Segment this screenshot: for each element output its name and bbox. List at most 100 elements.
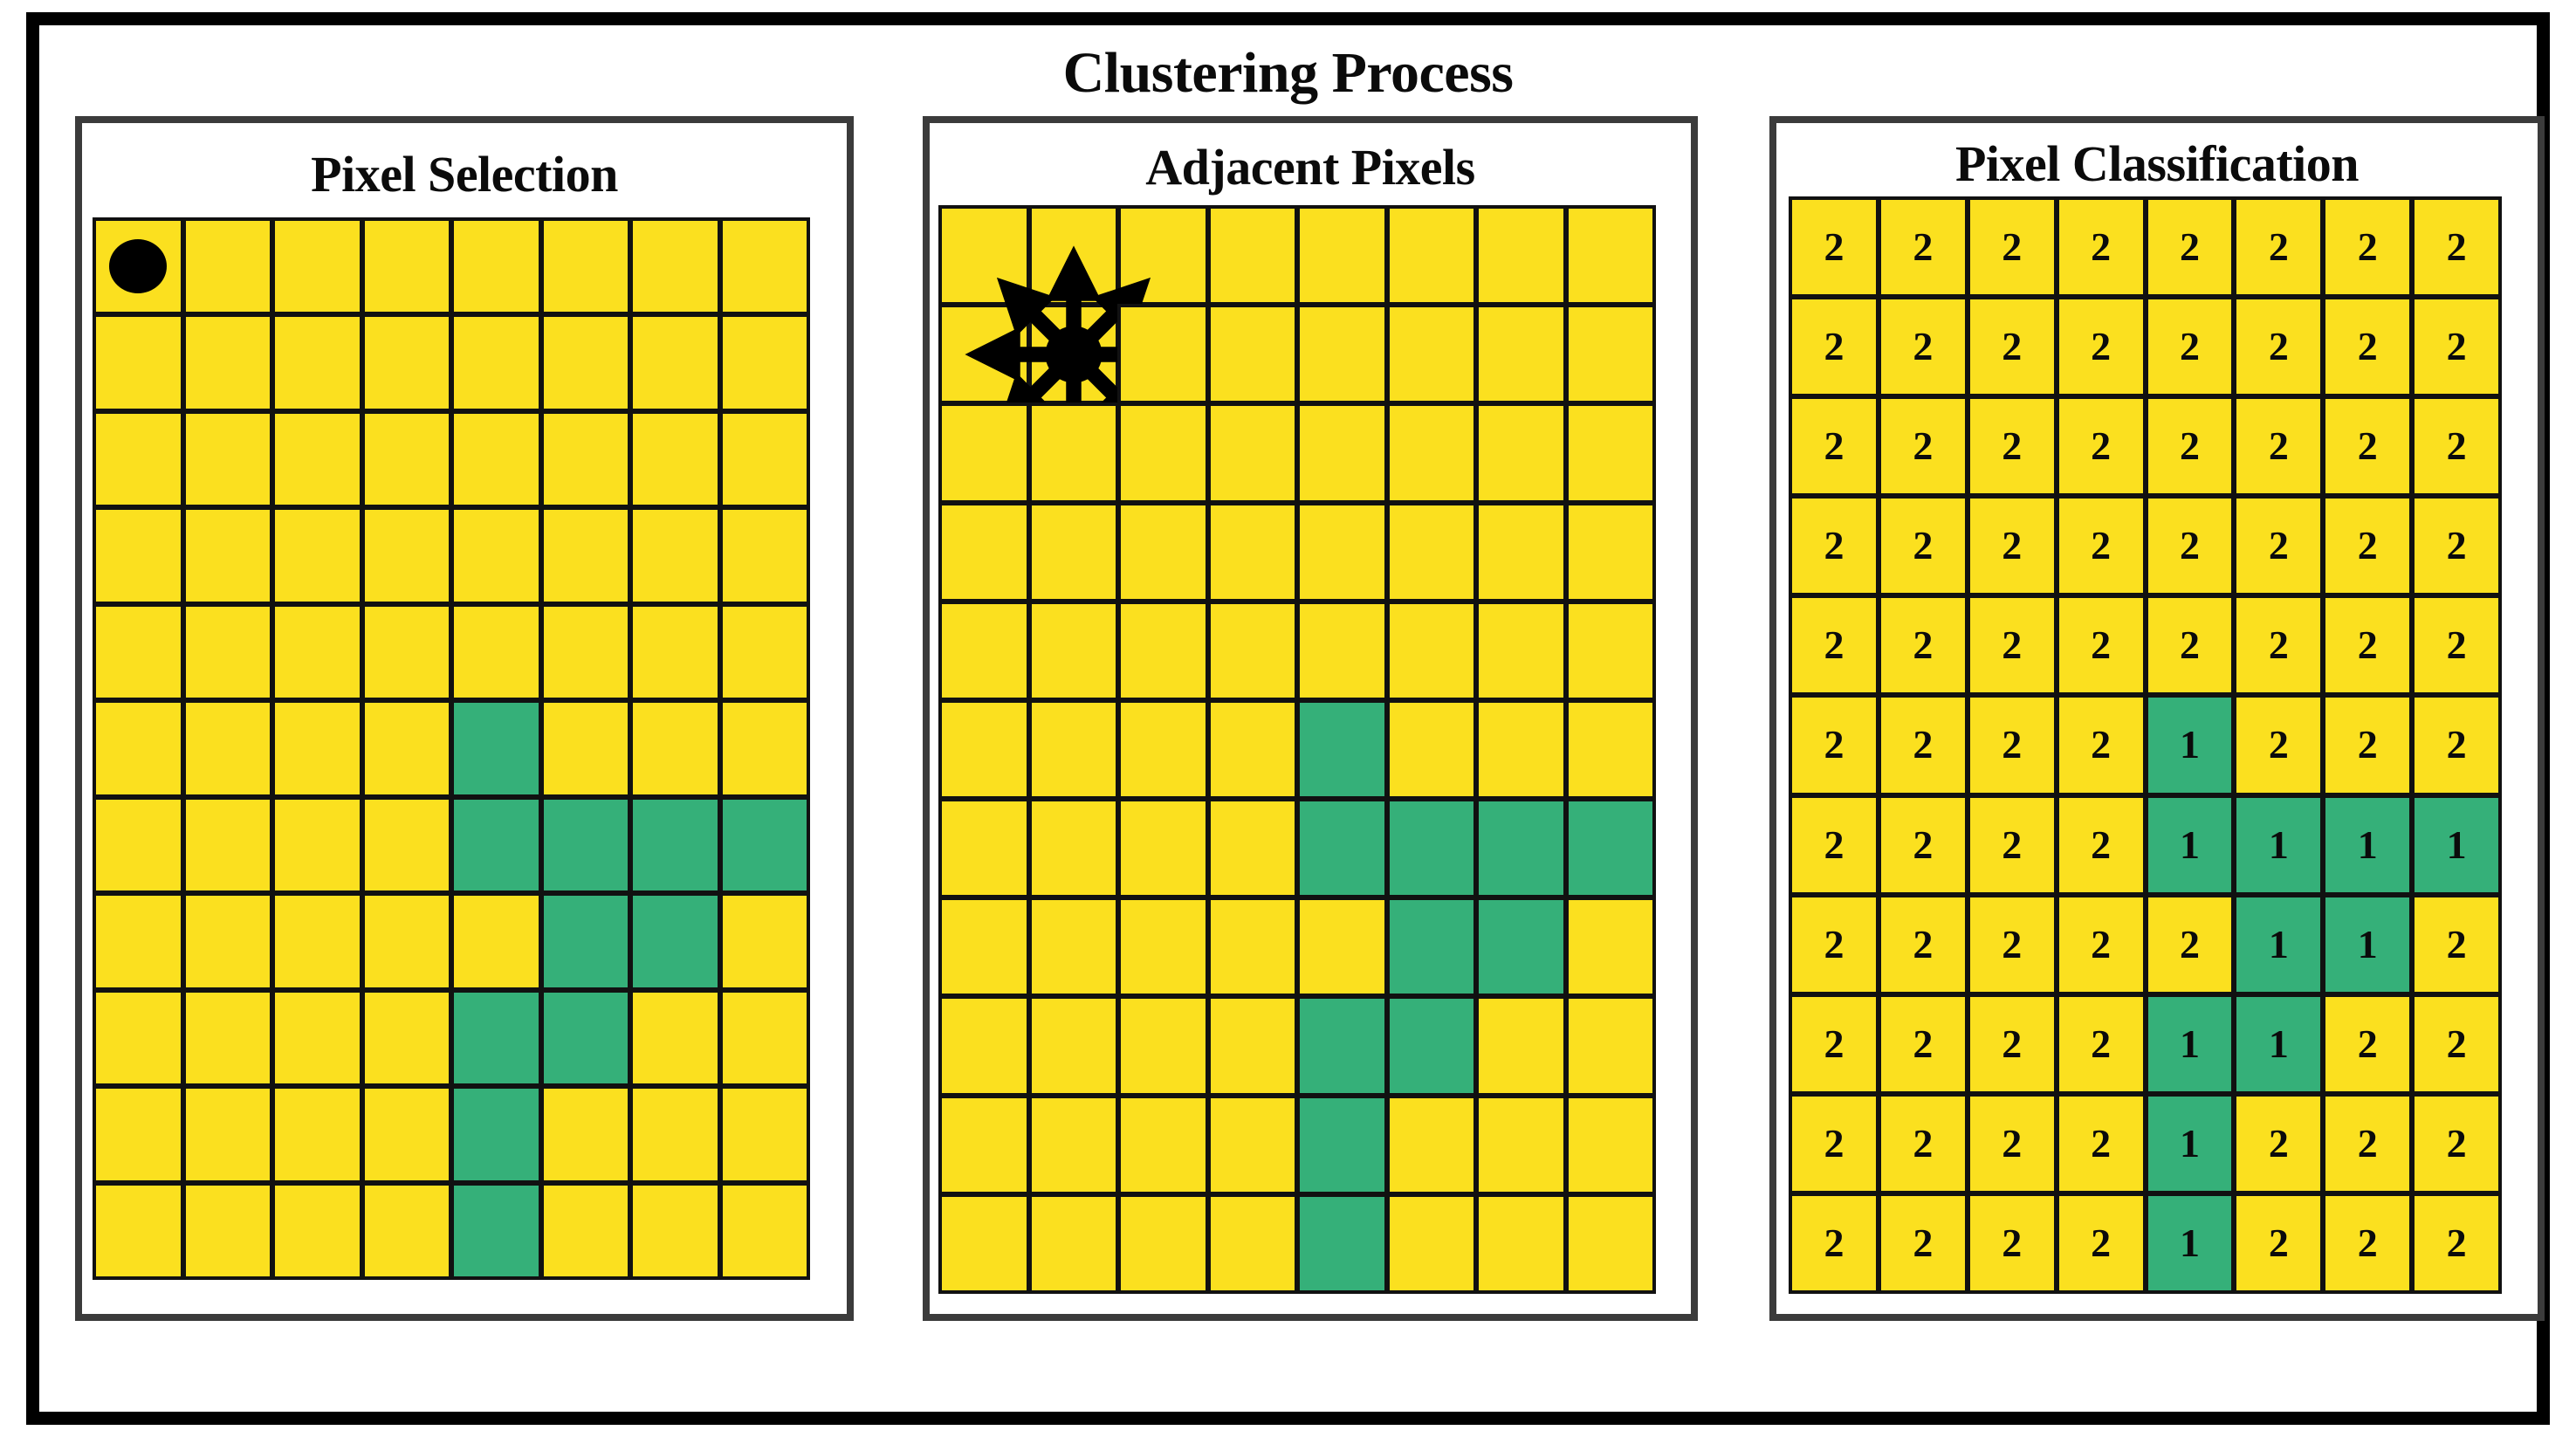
grid-cell[interactable] [1296,698,1388,801]
grid-cell[interactable]: 2 [2055,296,2147,398]
grid-cell[interactable]: 2 [2144,296,2236,398]
grid-cell[interactable] [938,798,1030,899]
grid-cell[interactable]: 1 [2322,794,2414,896]
grid-cell[interactable] [1296,501,1388,602]
grid-cell[interactable] [1296,995,1388,1097]
grid-cell[interactable] [1296,1094,1388,1195]
grid-cell[interactable] [271,699,363,798]
grid-cell[interactable] [182,217,273,316]
grid-cell[interactable]: 2 [2144,196,2236,299]
grid-cell[interactable] [1027,1094,1119,1195]
grid-cell[interactable] [1027,402,1119,504]
grid-cell[interactable] [361,1085,452,1184]
grid-cell[interactable]: 2 [2144,893,2236,995]
grid-cell[interactable] [450,506,542,605]
grid-cell[interactable] [450,313,542,412]
grid-cell[interactable] [1385,402,1477,504]
grid-cell[interactable] [1027,698,1119,801]
grid-cell[interactable] [271,1181,363,1280]
grid-cell[interactable] [361,313,452,412]
grid-cell[interactable] [361,699,452,798]
grid-cell[interactable]: 2 [1789,1092,1879,1194]
grid-cell[interactable]: 2 [2322,694,2414,796]
grid-cell[interactable] [629,217,721,316]
grid-cell[interactable] [1206,501,1298,602]
grid-cell[interactable]: 2 [1966,794,2057,896]
grid-cell[interactable] [938,995,1030,1097]
grid-cell[interactable] [1564,897,1656,998]
grid-cell[interactable] [1385,304,1477,405]
grid-cell[interactable] [1206,995,1298,1097]
grid-cell[interactable] [450,409,542,509]
grid-cell[interactable] [718,699,810,798]
grid-cell[interactable] [718,1181,810,1280]
grid-cell[interactable] [718,506,810,605]
grid-cell[interactable] [271,1085,363,1184]
grid-cell[interactable] [1117,897,1209,998]
grid-cell[interactable] [450,1085,542,1184]
grid-cell[interactable] [938,205,1030,306]
grid-cell[interactable]: 1 [2233,993,2325,1095]
grid-cell[interactable]: 2 [2233,395,2325,498]
grid-cell[interactable] [182,602,273,702]
grid-cell[interactable] [182,988,273,1088]
grid-cell[interactable] [1385,501,1477,602]
grid-cell[interactable] [1206,304,1298,405]
grid-cell[interactable] [361,795,452,895]
grid-cell[interactable] [938,501,1030,602]
grid-cell[interactable] [629,892,721,991]
grid-cell[interactable]: 2 [2322,296,2414,398]
grid-cell[interactable] [1475,304,1567,405]
grid-cell[interactable] [182,1181,273,1280]
grid-cell[interactable] [539,506,631,605]
grid-cell[interactable] [718,795,810,895]
grid-cell[interactable] [629,988,721,1088]
grid-cell[interactable]: 2 [2411,595,2502,697]
grid-cell[interactable] [271,988,363,1088]
grid-cell[interactable] [938,1193,1030,1294]
grid-cell[interactable]: 2 [2411,694,2502,796]
grid-cell[interactable] [361,1181,452,1280]
grid-cell[interactable]: 2 [1789,694,1879,796]
grid-cell[interactable] [1206,698,1298,801]
grid-cell[interactable] [718,1085,810,1184]
grid-cell[interactable]: 2 [1789,495,1879,597]
grid-cell[interactable] [271,795,363,895]
grid-cell[interactable] [271,506,363,605]
grid-cell[interactable]: 2 [2055,993,2147,1095]
grid-cell[interactable] [1206,798,1298,899]
grid-cell[interactable] [182,699,273,798]
grid-cell[interactable] [93,1085,184,1184]
grid-cell[interactable] [93,1181,184,1280]
grid-cell[interactable] [1027,798,1119,899]
grid-cell[interactable] [1475,600,1567,701]
grid-cell[interactable] [361,506,452,605]
grid-cell[interactable] [1117,205,1209,306]
grid-cell[interactable]: 2 [2233,495,2325,597]
grid-cell[interactable]: 2 [1966,196,2057,299]
grid-cell[interactable] [361,602,452,702]
grid-cell[interactable] [1475,897,1567,998]
grid-cell[interactable]: 2 [2055,595,2147,697]
grid-cell[interactable] [1296,897,1388,998]
grid-cell[interactable] [450,988,542,1088]
grid-cell[interactable]: 2 [2411,893,2502,995]
grid-cell[interactable] [539,795,631,895]
grid-cell[interactable]: 1 [2144,794,2236,896]
grid-cell[interactable] [938,698,1030,801]
grid-cell[interactable] [1117,995,1209,1097]
grid-cell[interactable] [1027,995,1119,1097]
grid-cell[interactable] [1385,698,1477,801]
grid-cell[interactable] [182,1085,273,1184]
grid-cell[interactable] [1206,1193,1298,1294]
grid-cell[interactable] [718,892,810,991]
grid-cell[interactable] [965,245,1183,464]
grid-cell[interactable]: 1 [2233,794,2325,896]
grid-cell[interactable] [271,217,363,316]
grid-cell[interactable] [539,602,631,702]
grid-cell[interactable] [450,892,542,991]
grid-cell[interactable]: 2 [2411,1092,2502,1194]
grid-cell[interactable] [1475,501,1567,602]
grid-cell[interactable] [539,313,631,412]
grid-cell[interactable] [1296,402,1388,504]
